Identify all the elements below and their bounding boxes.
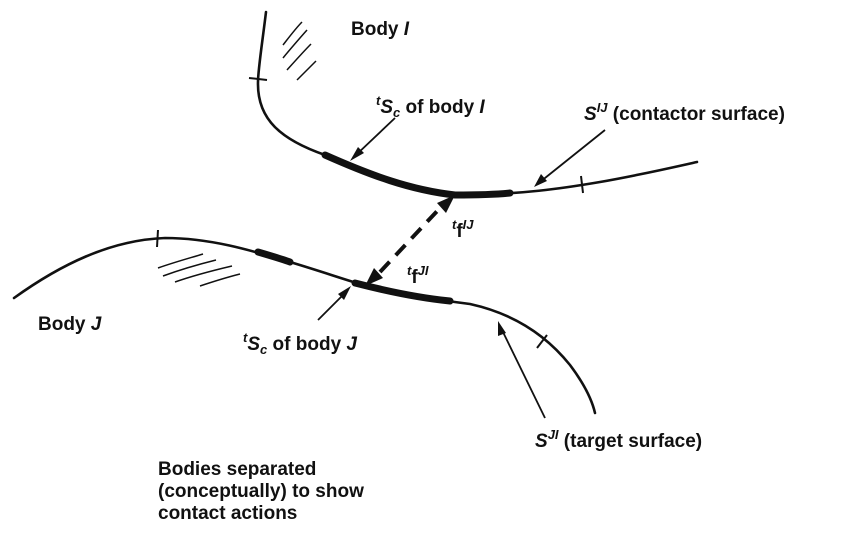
sc-i-sub: c	[393, 105, 401, 120]
contactor-s: S	[584, 104, 597, 125]
body-j-word: Body	[38, 314, 86, 335]
force-ji-pre: t	[407, 263, 412, 278]
leader-sc-j-arrow	[317, 286, 351, 321]
body-i-label: Body I	[351, 20, 409, 39]
contactor-sup: IJ	[596, 100, 608, 115]
caption-line-2: (conceptually) to show	[158, 481, 364, 502]
force-ij-f: f	[456, 221, 463, 242]
sc-j-letter: J	[346, 334, 357, 355]
force-ji-f: f	[411, 267, 418, 288]
caption-line-1: Bodies separated	[158, 459, 317, 480]
body-j-contact-segment-left	[254, 248, 294, 266]
force-ij-arrowhead	[437, 195, 455, 213]
body-j-tick-left	[156, 229, 159, 248]
sc-j-sub: c	[260, 342, 268, 357]
body-i-contact-segment	[321, 151, 514, 199]
sc-i-rest: of body	[400, 97, 480, 118]
diagram-caption: Bodies separated (conceptually) to show …	[158, 459, 364, 525]
force-ij-label: tfIJ	[452, 218, 474, 241]
target-sup: JI	[547, 427, 559, 442]
caption-line-3: contact actions	[158, 503, 298, 524]
sc-j-sup: t	[243, 330, 248, 345]
force-ij-pre: t	[452, 217, 457, 232]
body-i-letter: I	[403, 19, 410, 40]
target-surface-label: SJI (target surface)	[535, 428, 702, 451]
force-ji-arrowhead	[365, 268, 383, 286]
sc-i-letter: I	[479, 97, 485, 118]
sc-j-label: tSc of body J	[243, 331, 357, 356]
body-j-tick-right	[536, 334, 548, 349]
leader-contactor-arrow	[534, 129, 606, 187]
contactor-text: (contactor surface)	[607, 104, 785, 125]
body-i-tick-left	[248, 77, 268, 81]
sc-i-sup: t	[376, 93, 381, 108]
leader-target-arrow	[498, 321, 546, 419]
force-ji-sup: JI	[417, 263, 429, 278]
force-dashed-line	[378, 206, 442, 274]
contactor-surface-label: SIJ (contactor surface)	[584, 101, 785, 124]
body-i-hatching	[282, 21, 317, 81]
body-j-contact-segment	[351, 279, 454, 305]
leader-sc-i-arrow	[350, 117, 396, 161]
target-text: (target surface)	[558, 431, 703, 452]
sc-j-s: S	[247, 334, 261, 355]
body-j-label: Body J	[38, 315, 101, 334]
body-i-tick-right	[580, 175, 584, 194]
sc-i-s: S	[380, 97, 394, 118]
force-ij-sup: IJ	[462, 217, 474, 232]
target-s: S	[535, 431, 548, 452]
body-i-word: Body	[351, 19, 399, 40]
body-j-letter: J	[90, 314, 102, 335]
body-j-hatching	[157, 253, 241, 287]
force-ji-label: tfJI	[407, 264, 429, 287]
sc-j-rest: of body	[267, 334, 347, 355]
sc-i-label: tSc of body I	[376, 94, 485, 119]
